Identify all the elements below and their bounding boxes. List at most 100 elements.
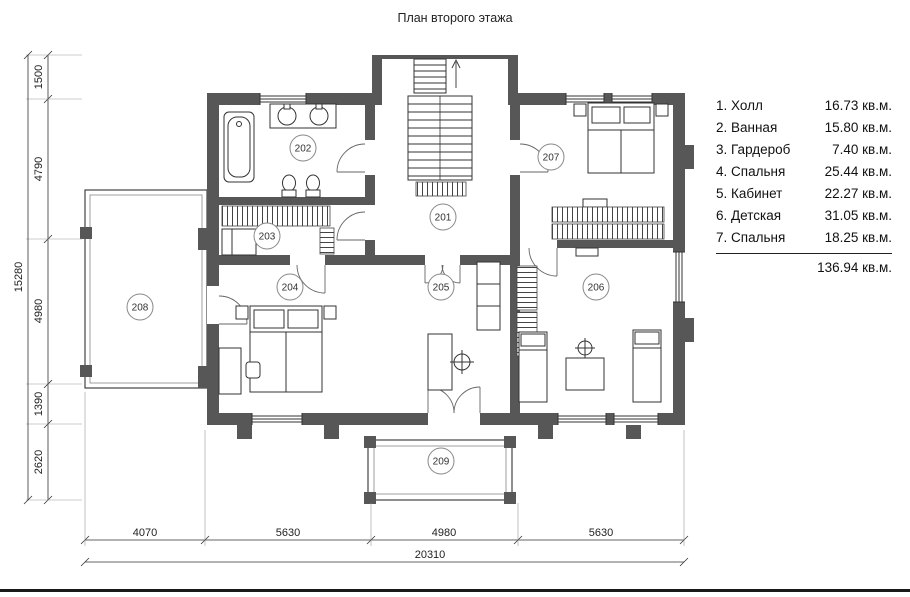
legend-item-label: 5. Кабинет	[716, 185, 783, 201]
nightstand	[573, 103, 587, 117]
sofa	[476, 261, 501, 331]
legend-item-label: 3. Гардероб	[716, 141, 791, 157]
window	[673, 251, 685, 303]
sink-icon	[309, 106, 329, 126]
double-bed	[587, 102, 655, 174]
svg-text:208: 208	[132, 303, 149, 314]
single-bed	[518, 331, 548, 403]
bathtub	[223, 111, 255, 183]
legend-item-label: 4. Спальня	[716, 163, 786, 179]
wardrobe-hatch	[551, 206, 665, 223]
room-label-203: 203	[253, 222, 281, 250]
svg-text:204: 204	[282, 283, 299, 294]
legend-item: 4. Спальня 25.44 кв.м.	[716, 160, 892, 182]
svg-text:207: 207	[543, 153, 560, 164]
wardrobe-hatch	[221, 205, 331, 227]
svg-text:202: 202	[295, 144, 312, 155]
kidsroom-furniture	[516, 247, 662, 403]
room-label-206: 206	[582, 273, 610, 301]
bathroom-fixtures	[223, 103, 337, 198]
porch-column	[504, 492, 516, 504]
study-furniture	[427, 261, 501, 391]
nightstand	[655, 103, 669, 117]
room-legend: 1. Холл 16.73 кв.м. 2. Ванная 15.80 кв.м…	[716, 94, 892, 275]
legend-item: 7. Спальня 18.25 кв.м.	[716, 226, 892, 248]
nightstand	[235, 305, 249, 320]
legend-item-label: 7. Спальня	[716, 229, 786, 245]
window	[613, 413, 659, 425]
door-arc	[218, 295, 248, 325]
dresser	[582, 198, 608, 208]
staircase	[407, 58, 473, 197]
door-arc	[336, 211, 366, 241]
room-label-208: 208	[126, 293, 154, 321]
door-gap	[207, 286, 219, 324]
double-bed	[249, 305, 323, 393]
legend-total-area: 136.94 кв.м.	[716, 253, 892, 275]
svg-text:205: 205	[433, 283, 450, 294]
window	[251, 413, 303, 425]
bedroom4-furniture	[218, 305, 337, 395]
wardrobe-room	[221, 205, 335, 256]
dim-bottom-3: 5630	[589, 527, 613, 539]
legend-item-label: 1. Холл	[716, 97, 763, 113]
legend-item-area: 7.40 кв.м.	[832, 141, 892, 157]
legend-item-label: 2. Ванная	[716, 119, 778, 135]
bidet	[305, 174, 321, 198]
page-bottom-rule	[0, 589, 910, 592]
room-labels: 201 202 203 204 205 206	[126, 134, 610, 475]
room-label-204: 204	[276, 273, 304, 301]
wardrobe-hatch	[551, 223, 665, 240]
window	[557, 413, 607, 425]
room-label-202: 202	[289, 134, 317, 162]
terrace-column	[80, 227, 92, 239]
room-label-209: 209	[427, 447, 455, 475]
room-label-207: 207	[537, 143, 565, 171]
porch-column	[364, 492, 376, 504]
stair-direction-arrow	[451, 58, 461, 88]
bench	[221, 228, 257, 256]
page-title: План второго этажа	[397, 11, 513, 25]
dim-bottom-total: 20310	[415, 549, 446, 561]
bedroom7-furniture	[551, 102, 669, 240]
dim-left-4: 2620	[33, 450, 45, 474]
windows	[207, 93, 685, 425]
room-label-201: 201	[429, 203, 457, 231]
left-dimension-chain: 1500 4790 4980 1390 2620	[26, 50, 82, 505]
bottom-dimension-total: 20310	[80, 549, 689, 567]
legend-item-area: 15.80 кв.м.	[824, 119, 892, 135]
dim-bottom-0: 4070	[133, 527, 157, 539]
toilet	[281, 174, 297, 198]
left-dimension-total: 15280	[13, 50, 33, 505]
terrace-column	[80, 365, 92, 377]
wardrobe-hatch	[516, 265, 538, 311]
legend-item-area: 25.44 кв.м.	[824, 163, 892, 179]
nightstand	[323, 305, 337, 320]
door-arc	[427, 386, 481, 414]
svg-text:203: 203	[259, 232, 276, 243]
wardrobe-hatch	[319, 227, 335, 255]
terrace-outline	[80, 189, 208, 389]
sink-icon	[277, 106, 297, 126]
window	[259, 93, 307, 105]
svg-text:209: 209	[433, 457, 450, 468]
vanity-sinks	[269, 103, 337, 129]
legend-item-area: 31.05 кв.м.	[824, 207, 892, 223]
chair	[245, 361, 261, 379]
legend-item: 6. Детская 31.05 кв.м.	[716, 204, 892, 226]
legend-item: 2. Ванная 15.80 кв.м.	[716, 116, 892, 138]
dim-left-2: 4980	[33, 299, 45, 323]
desk	[565, 357, 605, 391]
porch-column	[504, 436, 516, 448]
door-arc	[336, 143, 366, 173]
bottom-dimension-chain: 4070 5630 4980 5630	[80, 392, 689, 546]
dim-bottom-2: 4980	[432, 527, 456, 539]
dim-left-3: 1390	[33, 392, 45, 416]
office-chair	[450, 350, 474, 374]
svg-text:206: 206	[588, 283, 605, 294]
porch-column	[364, 436, 376, 448]
stair-upper-flight	[413, 58, 447, 94]
radiator	[415, 181, 467, 197]
